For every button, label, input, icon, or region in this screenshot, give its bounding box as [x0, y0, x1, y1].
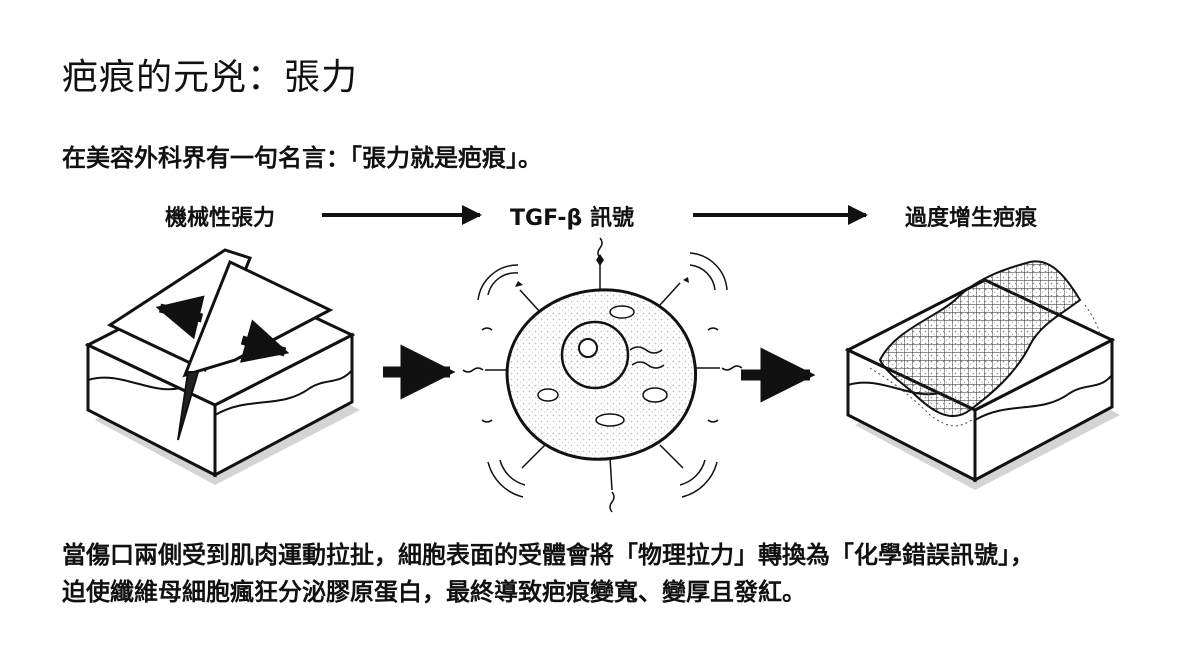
- skin-block-wound-illustration: [84, 248, 360, 485]
- flow-label-tgf-beta-signal: TGF-β 訊號: [510, 206, 634, 231]
- flow-label-mechanical-tension: 機械性張力: [165, 206, 276, 231]
- caption-line-2: 迫使纖維母細胞瘋狂分泌膠原蛋白，最終導致疤痕變寬、變厚且發紅。: [62, 578, 806, 606]
- page-title: 疤痕的元兇：張力: [62, 57, 359, 98]
- skin-block-scar-illustration: [844, 260, 1120, 490]
- cell-illustration: [462, 237, 743, 513]
- subtitle-quote: 在美容外科界有一句名言：「張力就是疤痕」。: [62, 144, 542, 172]
- caption-line-1: 當傷口兩側受到肌肉運動拉扯，細胞表面的受體會將「物理拉力」轉換為「化學錯誤訊號」…: [62, 541, 1034, 569]
- flow-label-hypertrophic-scar: 過度增生疤痕: [905, 206, 1038, 231]
